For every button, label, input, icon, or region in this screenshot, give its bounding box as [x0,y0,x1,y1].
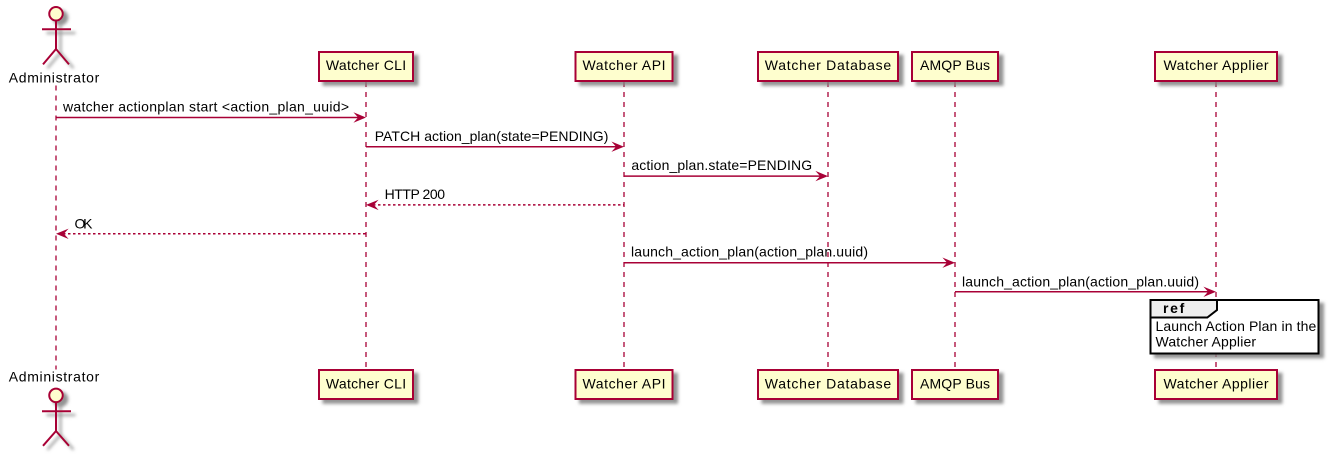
svg-text:HTTP 200: HTTP 200 [385,186,446,202]
svg-text:launch_action_plan(action_plan: launch_action_plan(action_plan.uuid) [631,244,868,260]
svg-text:Administrator: Administrator [9,369,100,385]
svg-text:launch_action_plan(action_plan: launch_action_plan(action_plan.uuid) [962,273,1199,289]
svg-text:watcher actionplan start <acti: watcher actionplan start <action_plan_uu… [62,99,349,115]
svg-text:Watcher Applier: Watcher Applier [1164,376,1269,392]
svg-text:Launch Action Plan in the: Launch Action Plan in the [1156,318,1317,334]
svg-text:Watcher Database: Watcher Database [765,57,892,73]
svg-text:Watcher Database: Watcher Database [765,376,892,392]
svg-text:Administrator: Administrator [9,70,100,86]
svg-text:action_plan.state=PENDING: action_plan.state=PENDING [631,157,812,173]
svg-text:Watcher CLI: Watcher CLI [326,57,406,73]
svg-text:OK: OK [75,215,94,231]
svg-text:Watcher API: Watcher API [583,57,666,73]
svg-text:Watcher CLI: Watcher CLI [326,376,406,392]
svg-text:Watcher Applier: Watcher Applier [1156,333,1257,349]
svg-text:AMQP Bus: AMQP Bus [920,376,990,392]
svg-text:Watcher API: Watcher API [583,376,666,392]
svg-text:PATCH action_plan(state=PENDIN: PATCH action_plan(state=PENDING) [375,128,609,144]
svg-text:Watcher Applier: Watcher Applier [1164,57,1269,73]
svg-text:ref: ref [1163,300,1185,316]
svg-text:AMQP Bus: AMQP Bus [920,57,990,73]
